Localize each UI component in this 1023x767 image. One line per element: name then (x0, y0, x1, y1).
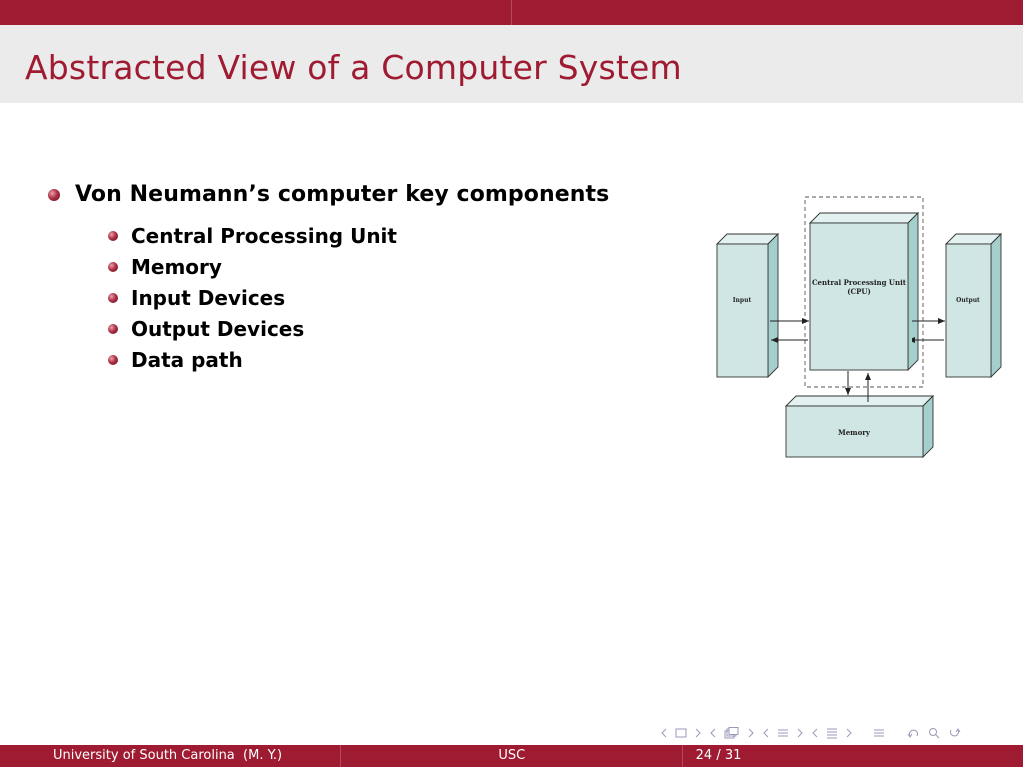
footer-bar: University of South Carolina (M. Y.) USC… (0, 745, 1023, 767)
header-bar (0, 0, 1023, 25)
frame-icon[interactable] (675, 728, 687, 738)
subsection-icon[interactable] (724, 727, 740, 739)
footer-center-section: USC (340, 745, 682, 767)
header-bar-right (510, 0, 1023, 25)
main-bullet-text: Von Neumann’s computer key components (75, 182, 610, 207)
prev-arrow-icon[interactable] (811, 728, 819, 738)
cpu-label-line2: (CPU) (847, 287, 871, 296)
sub-bullet-text: Memory (131, 254, 222, 279)
next-arrow-icon[interactable] (694, 728, 702, 738)
bullet-ball-icon (108, 230, 118, 241)
prev-arrow-icon[interactable] (660, 728, 668, 738)
sub-bullet-item: Memory (108, 251, 397, 282)
section-icon[interactable] (873, 727, 885, 739)
bullet-ball-icon (108, 292, 118, 303)
sub-bullet-item: Data path (108, 344, 397, 375)
section-icon[interactable] (777, 727, 789, 739)
sub-bullet-item: Output Devices (108, 313, 397, 344)
back-icon[interactable] (907, 727, 921, 739)
next-arrow-icon[interactable] (845, 728, 853, 738)
sub-bullet-text: Central Processing Unit (131, 223, 397, 248)
sub-bullet-text: Output Devices (131, 316, 305, 341)
slide-title: Abstracted View of a Computer System (25, 48, 682, 87)
next-arrow-icon[interactable] (796, 728, 804, 738)
cpu-label-line1: Central Processing Unit (812, 278, 907, 287)
sub-bullet-list: Central Processing Unit Memory Input Dev… (108, 220, 397, 375)
forward-icon[interactable] (947, 727, 961, 739)
memory-block: Memory (784, 394, 935, 459)
bullet-ball-icon (108, 323, 118, 334)
footer-right-section: 24 / 31 (681, 745, 1023, 767)
footer-institution: University of South Carolina (M. Y.) (53, 748, 283, 763)
sub-bullet-text: Data path (131, 347, 243, 372)
prev-arrow-icon[interactable] (709, 728, 717, 738)
footer-short-title: USC (498, 748, 526, 763)
input-block: Input (715, 232, 780, 379)
cpu-block: Central Processing Unit (CPU) (808, 211, 920, 372)
section-icon[interactable] (826, 727, 838, 739)
sub-bullet-item: Input Devices (108, 282, 397, 313)
footer-page-number: 24 / 31 (695, 748, 742, 763)
output-box: Output (944, 232, 1003, 379)
bullet-ball-icon (48, 188, 60, 201)
computer-system-diagram: Input Central Processing Unit (CPU) Memo… (715, 196, 935, 459)
search-icon[interactable] (928, 727, 940, 739)
header-bar-left (0, 0, 511, 25)
title-bar (0, 25, 1023, 103)
output-diagram-part: Output (912, 232, 1003, 379)
footer-left-section: University of South Carolina (M. Y.) (0, 745, 341, 767)
sub-bullet-item: Central Processing Unit (108, 220, 397, 251)
prev-arrow-icon[interactable] (762, 728, 770, 738)
main-bullet: Von Neumann’s computer key components (48, 182, 609, 207)
sub-bullet-text: Input Devices (131, 285, 286, 310)
next-arrow-icon[interactable] (747, 728, 755, 738)
bullet-ball-icon (108, 261, 118, 272)
bullet-ball-icon (108, 354, 118, 365)
input-label: Input (733, 297, 752, 304)
memory-label: Memory (838, 428, 871, 437)
output-label: Output (956, 297, 980, 304)
cpu-enclosure (804, 196, 924, 388)
beamer-nav-bar (660, 722, 1020, 744)
